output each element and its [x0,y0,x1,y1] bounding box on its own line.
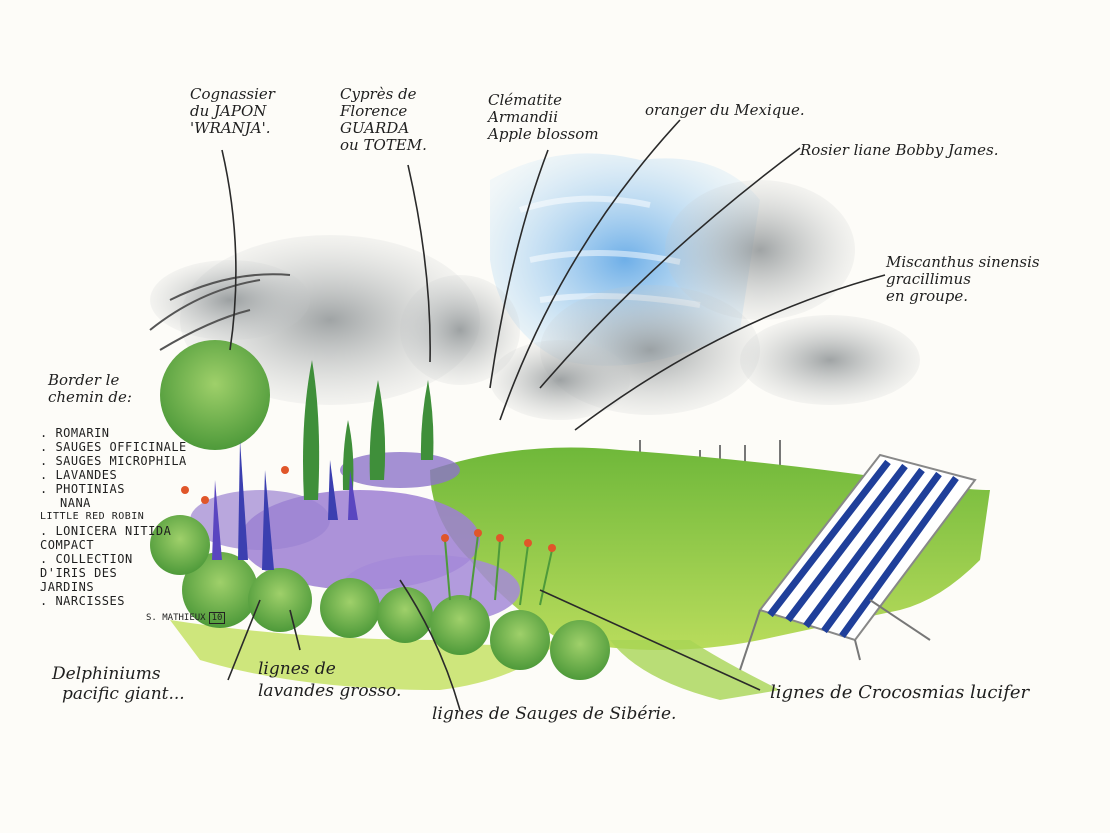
list-item: . PHOTINIAS [40,482,125,496]
label-miscanthus: Miscanthus sinensis gracillimus en group… [886,254,1040,305]
label-cognassier: Cognassier du JAPON 'WRANJA'. [190,86,275,137]
list-item: . ROMARIN [40,426,110,440]
label-rosier: Rosier liane Bobby James. [800,141,999,159]
label-line: Armandii [488,108,559,126]
label-delphiniums: Delphiniums pacific giant... [52,664,185,704]
label-line: lavandes grosso. [258,681,402,701]
label-line: Apple blossom [488,125,599,143]
label-line: pacific giant... [62,684,185,704]
label-crocosmias: lignes de Crocosmias lucifer [770,682,1030,703]
list-item: . NARCISSES [40,594,125,608]
label-line: Miscanthus sinensis [886,253,1040,271]
label-sauges-siberie: lignes de Sauges de Sibérie. [432,704,677,724]
list-item: D'IRIS DES [40,566,118,580]
leader-lines [221,119,886,711]
signature-name: S. MATHIEUX [146,613,206,623]
list-item: . COLLECTION [40,552,133,566]
label-line: ou TOTEM. [340,136,427,154]
delphiniums [212,440,358,570]
label-cypres: Cyprès de Florence GUARDA ou TOTEM. [340,86,427,154]
label-line: chemin de: [48,388,132,406]
front-shrubs [150,340,610,680]
list-item: . LONICERA NITIDA [40,524,172,538]
label-line: gracillimus [886,270,971,288]
label-line: Border le [48,371,120,389]
label-line: lignes de [258,659,336,679]
label-line: du JAPON [190,102,267,120]
label-line: 'WRANJA'. [190,119,271,137]
label-border-title: Border le chemin de: [48,372,132,406]
label-oranger: oranger du Mexique. [645,101,805,119]
label-line: Cognassier [190,85,275,103]
label-line: en groupe. [886,287,969,305]
list-item: . SAUGES MICROPHILA [40,454,187,468]
list-item: COMPACT [40,538,95,552]
deckchair [739,453,977,671]
label-line: Clématite [488,91,563,109]
label-line: GUARDA [340,119,410,137]
label-clematite: Clématite Armandii Apple blossom [488,92,599,143]
list-item: JARDINS [40,580,95,594]
list-item: . LAVANDES [40,468,118,482]
label-line: Cyprès de [340,85,417,103]
label-lavandes-grosso: lignes de lavandes grosso. [258,658,401,702]
background-trees [149,180,920,470]
signature-year: 10 [208,612,226,624]
list-item: . SAUGES OFFICINALE [40,440,187,454]
label-line: Delphiniums [52,664,161,684]
crocosmias [181,466,556,606]
list-item: NANA [60,496,91,510]
border-plant-list: . ROMARIN . SAUGES OFFICINALE . SAUGES M… [40,426,187,608]
list-item: LITTLE RED ROBIN [40,511,145,522]
label-line: Florence [340,102,408,120]
cypress-trees [303,360,434,500]
